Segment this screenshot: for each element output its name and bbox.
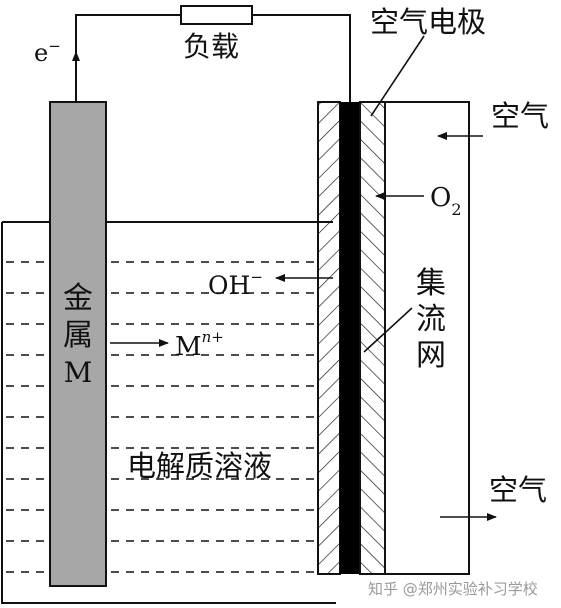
o2-label: O2 [430,183,462,219]
metal-label-line3: M [64,356,93,389]
collector-pointer [363,307,413,353]
watermark: 知乎 @郑州实验补习学校 [368,580,538,598]
electrolyte-label: 电解质溶液 [127,449,272,483]
load-resistor [180,5,253,25]
metal-electrode [49,101,107,587]
collector-label-line3: 网 [416,338,446,373]
air-in-label: 空气 [491,99,549,133]
collector-label-line2: 流 [416,302,446,337]
air-electrode-pointer [370,35,425,117]
metal-label-line2: 属 [63,318,93,353]
air-out-label: 空气 [489,473,547,507]
hydroxide-label: OH− [208,268,263,300]
air-chamber [384,101,470,575]
metal-label-line1: 金 [63,281,93,316]
gas-diffusion-layer [359,101,386,575]
collector-label-line1: 集 [416,266,446,301]
cation-label: Mn+ [175,328,224,362]
current-collector [340,102,360,574]
air-electrode-label: 空气电极 [370,5,486,39]
electron-label: e− [34,37,61,67]
load-label: 负载 [183,30,239,63]
catalyst-layer-left [317,101,341,575]
